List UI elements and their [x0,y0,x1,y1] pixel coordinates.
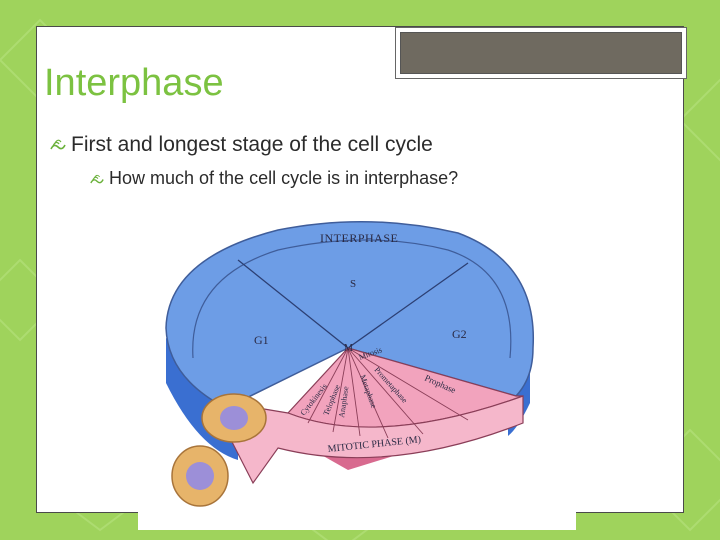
interphase-disk [165,220,535,409]
bullet-item-2: How much of the cell cycle is in interph… [90,168,458,189]
book-flourish-bullet-icon [50,140,66,150]
cell-cycle-figure: INTERPHASE S G1 G2 M Mitosis Prophase Pr… [138,208,576,530]
label-g1: G1 [254,333,269,347]
divider-s-g2 [347,262,469,349]
interphase-rim [192,239,512,359]
divider-g1-s [237,259,349,349]
mitotic-subdivisions [307,347,469,439]
label-g2: G2 [452,327,467,341]
slide-title: Interphase [44,62,224,104]
book-flourish-bullet-icon [90,174,104,184]
label-anaphase: Anaphase [337,385,350,418]
cell-cycle-diagram: INTERPHASE S G1 G2 M Mitosis Prophase Pr… [165,220,535,507]
mitotic-arrow [229,395,524,485]
header-tab-decoration [395,27,687,79]
header-tab-inner [400,32,682,74]
label-m: M [344,343,353,354]
cell-2 [171,445,229,507]
bullet-text-1: First and longest stage of the cell cycl… [71,133,433,156]
bullet-text-2: How much of the cell cycle is in interph… [109,168,459,188]
label-s: S [350,278,356,290]
bullet-item-1: First and longest stage of the cell cycl… [50,133,433,157]
label-interphase: INTERPHASE [320,231,398,245]
cell-1 [201,393,267,443]
